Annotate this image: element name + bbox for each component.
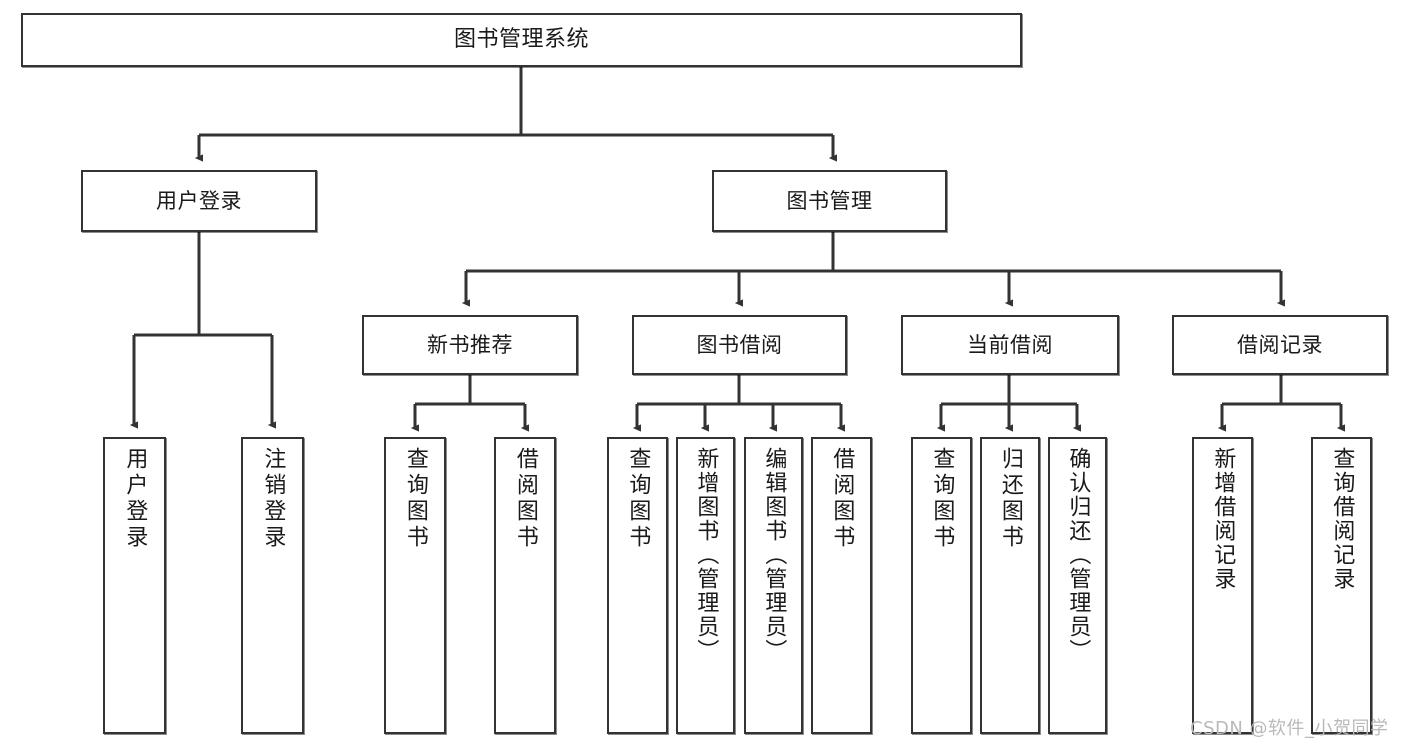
leaf-user-login-signin[interactable]: 用户登录	[103, 437, 166, 734]
node-label: 归还图书	[997, 447, 1023, 551]
node-label: 查询图书	[402, 447, 428, 551]
node-user-login[interactable]: 用户登录	[81, 170, 317, 232]
node-label: 编辑图书（管理员）	[761, 447, 787, 663]
node-book-management[interactable]: 图书管理	[712, 170, 947, 232]
leaf-borrow-query-book[interactable]: 查询图书	[607, 437, 668, 734]
node-label: 新增图书（管理员）	[693, 447, 719, 663]
node-label: 图书管理系统	[453, 27, 589, 53]
leaf-user-login-signout[interactable]: 注销登录	[241, 437, 304, 734]
node-label: 查询借阅记录	[1329, 447, 1355, 591]
csdn-watermark: CSDN @软件_小贺同学	[1190, 718, 1389, 739]
leaf-borrow-add-book-admin[interactable]: 新增图书（管理员）	[676, 437, 735, 734]
leaf-current-confirm-return-admin[interactable]: 确认归还（管理员）	[1048, 437, 1107, 734]
node-label: 借阅记录	[1237, 332, 1323, 357]
leaf-borrow-edit-book-admin[interactable]: 编辑图书（管理员）	[744, 437, 803, 734]
node-label: 新增借阅记录	[1210, 447, 1236, 591]
node-label: 查询图书	[929, 447, 955, 551]
node-new-book-recommend[interactable]: 新书推荐	[362, 315, 578, 375]
node-label: 借阅图书	[512, 447, 538, 551]
node-label: 图书借阅	[696, 332, 783, 357]
leaf-recommend-query-book[interactable]: 查询图书	[384, 437, 446, 734]
node-label: 注销登录	[260, 447, 286, 551]
leaf-recommend-borrow-book[interactable]: 借阅图书	[494, 437, 556, 734]
node-borrow-record[interactable]: 借阅记录	[1172, 315, 1388, 375]
node-label: 新书推荐	[427, 332, 513, 357]
leaf-current-return-book[interactable]: 归还图书	[980, 437, 1040, 734]
leaf-current-query-book[interactable]: 查询图书	[911, 437, 972, 734]
node-current-borrow[interactable]: 当前借阅	[901, 315, 1119, 375]
leaf-record-add-record[interactable]: 新增借阅记录	[1192, 437, 1253, 734]
node-label: 查询图书	[625, 447, 651, 551]
node-book-borrow[interactable]: 图书借阅	[632, 315, 847, 375]
node-label: 确认归还（管理员）	[1065, 447, 1091, 663]
leaf-borrow-borrow-book[interactable]: 借阅图书	[811, 437, 872, 734]
node-label: 用户登录	[156, 188, 242, 213]
node-root-system[interactable]: 图书管理系统	[21, 13, 1022, 67]
node-label: 图书管理	[786, 188, 873, 213]
node-label: 当前借阅	[967, 332, 1053, 357]
node-label: 用户登录	[122, 447, 148, 551]
node-label: 借阅图书	[829, 447, 855, 551]
leaf-record-query-record[interactable]: 查询借阅记录	[1311, 437, 1372, 734]
